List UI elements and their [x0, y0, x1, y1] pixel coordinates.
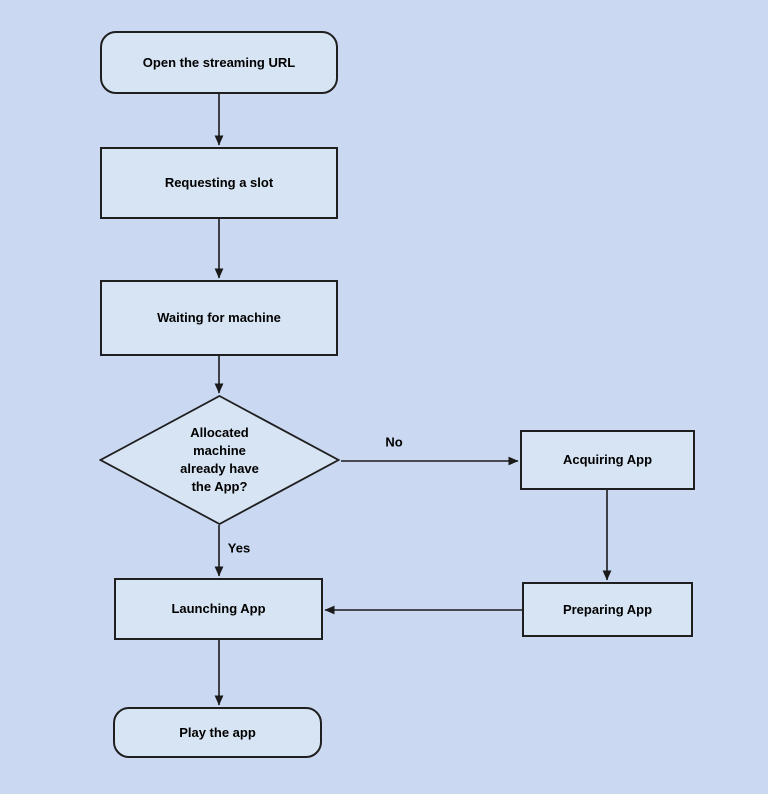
node-label: Allocated machine already have the App?	[180, 424, 259, 495]
node-label: Open the streaming URL	[142, 54, 296, 70]
edge-label-yes: Yes	[227, 540, 251, 556]
node-open-streaming-url: Open the streaming URL	[100, 31, 338, 94]
node-requesting-slot: Requesting a slot	[100, 147, 338, 219]
node-preparing-app: Preparing App	[522, 582, 693, 637]
node-label: Launching App	[171, 601, 266, 617]
node-label: Play the app	[179, 724, 256, 740]
diamond-shape	[99, 395, 340, 525]
edge-label-no: No	[385, 434, 403, 450]
node-label: Waiting for machine	[157, 310, 281, 326]
node-play-the-app: Play the app	[113, 707, 322, 758]
node-label: Requesting a slot	[164, 175, 274, 191]
node-decision-machine-has-app: Allocated machine already have the App?	[99, 395, 340, 525]
node-waiting-for-machine: Waiting for machine	[100, 280, 338, 356]
node-label: Acquiring App	[562, 452, 653, 468]
node-acquiring-app: Acquiring App	[520, 430, 695, 490]
node-launching-app: Launching App	[114, 578, 323, 640]
node-label: Preparing App	[562, 601, 653, 617]
